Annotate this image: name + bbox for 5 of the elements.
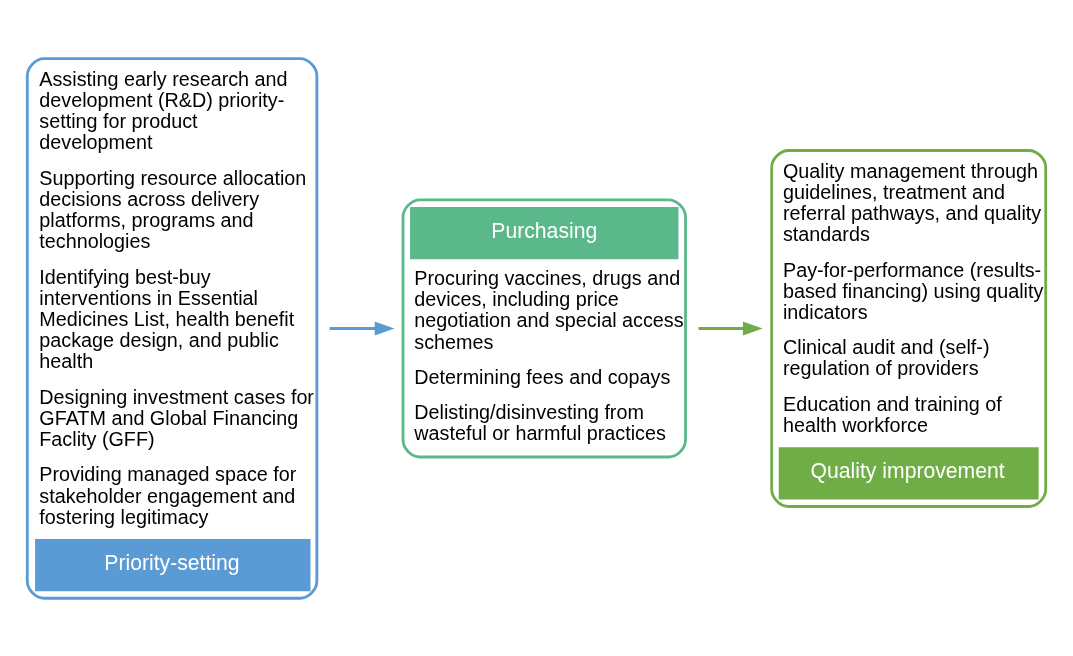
arrow <box>329 321 395 335</box>
node-box: Assisting early research and development (R&D) priority-setting for product development Supporting resource allocation decisions across delivery platforms, programs and technologies Identifying best-buy interventions in Essential Medicines List, health benefit package design, and public health Designing investment cases for GFATM and Global Financing Faclity (GFF) Providing managed space for stakeholder engagement and fostering legitimacy Priority-setting <box>25 56 319 600</box>
arrow <box>698 321 763 335</box>
node-box: Purchasing Procuring vaccines, drugs and devices, including price negotiation and special access schemes Determining fees and copays Delisting/disinvesting from wasteful or harmful practices <box>401 198 687 458</box>
node-box: Quality management through guidelines, treatment and referral pathways, and quality standards Pay-for-performance (results-based financing) using quality indicators Clinical audit and (self-) regulation of providers Education and training of health workforce Quality improvement <box>770 148 1048 508</box>
